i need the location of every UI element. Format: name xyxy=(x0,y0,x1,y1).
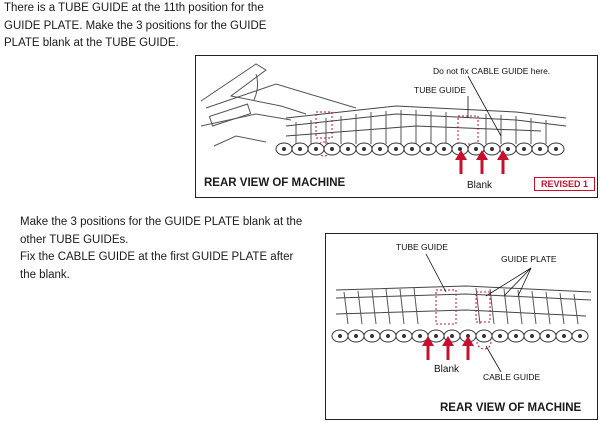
instruction-1-line-1: There is a TUBE GUIDE at the 11th positi… xyxy=(4,2,264,14)
red-arrow-icon xyxy=(476,150,488,174)
callout-leaders-1 xyxy=(467,75,502,137)
chain-upper-rail-2 xyxy=(335,285,592,317)
chain-upper-rail-1 xyxy=(285,105,567,137)
tube-guide-label-2: TUBE GUIDE xyxy=(396,242,448,252)
instruction-2-line-3: Fix the CABLE GUIDE at the first GUIDE P… xyxy=(20,251,294,263)
red-arrow-icon xyxy=(422,336,434,360)
red-arrow-icon xyxy=(462,336,474,360)
rear-view-figure-2: TUBE GUIDE GUIDE PLATE Blank CABLE GUIDE… xyxy=(325,233,598,420)
instruction-1-line-2: GUIDE PLATE. Make the 3 positions for th… xyxy=(4,19,267,32)
instruction-2-line-4: the blank. xyxy=(20,268,70,281)
blank-arrows-2 xyxy=(422,336,474,360)
instruction-2-line-2: other TUBE GUIDEs. xyxy=(20,233,129,246)
chain-links-1 xyxy=(275,142,565,156)
chain-link-centers-2 xyxy=(338,334,582,338)
guide-plates-1 xyxy=(295,110,547,144)
tube-guide-label-1: TUBE GUIDE xyxy=(414,85,466,95)
figure-1-caption: REAR VIEW OF MACHINE xyxy=(204,177,346,189)
chain-link-centers-1 xyxy=(282,147,558,151)
blank-label-2: Blank xyxy=(434,364,460,375)
red-arrow-icon xyxy=(497,150,509,174)
red-arrow-icon xyxy=(455,150,467,174)
guide-plate-label: GUIDE PLATE xyxy=(501,254,557,264)
instruction-1-line-3: PLATE blank at the TUBE GUIDE. xyxy=(4,37,179,49)
chain-diagram-1 xyxy=(200,63,567,174)
blank-arrows-1 xyxy=(455,150,509,174)
instruction-paragraph-1: There is a TUBE GUIDE at the 11th positi… xyxy=(4,0,266,53)
do-not-fix-note: Do not fix CABLE GUIDE here. xyxy=(433,66,551,76)
red-arrow-icon xyxy=(442,336,454,360)
cable-guide-label: CABLE GUIDE xyxy=(483,372,541,382)
instruction-2-line-1: Make the 3 positions for the GUIDE PLATE… xyxy=(20,216,303,228)
figure-2-caption: REAR VIEW OF MACHINE xyxy=(440,402,582,414)
chain-diagram-2 xyxy=(331,253,592,373)
blank-label-1: Blank xyxy=(467,180,493,191)
callout-leaders-2 xyxy=(425,253,532,373)
instruction-paragraph-2: Make the 3 positions for the GUIDE PLATE… xyxy=(20,214,302,284)
machine-outline-1 xyxy=(200,63,357,147)
revised-badge: REVISED 1 xyxy=(534,177,596,191)
guide-plates-2 xyxy=(343,287,579,325)
rear-view-figure-1: Do not fix CABLE GUIDE here. TUBE GUIDE … xyxy=(195,55,598,198)
